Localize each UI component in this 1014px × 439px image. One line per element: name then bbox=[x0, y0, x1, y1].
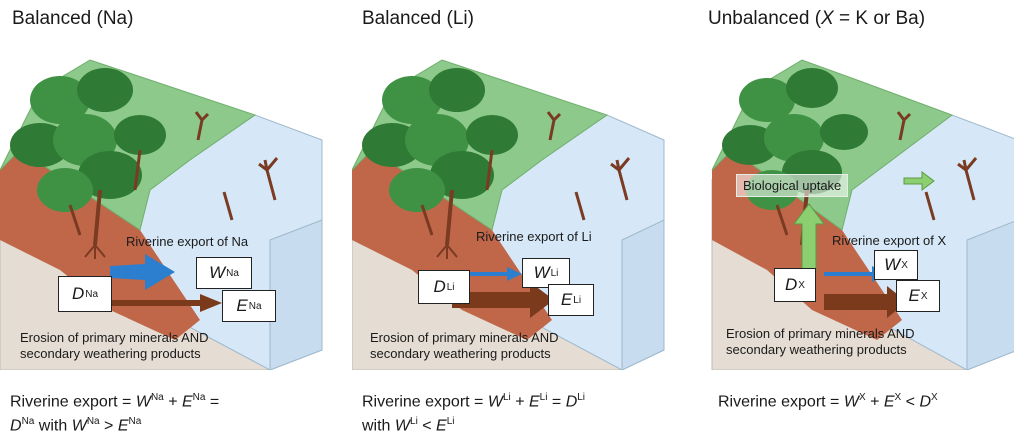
panel-unbalanced: Unbalanced (X = K or Ba) Biological bbox=[700, 0, 1014, 439]
budget-equation: Riverine export = WNa + ENa = DNa with W… bbox=[10, 392, 220, 435]
dead-trees bbox=[896, 111, 978, 221]
dissolved-export-arrow bbox=[824, 266, 887, 282]
erosion-caption: Erosion of primary minerals AND secondar… bbox=[726, 326, 915, 357]
budget-equation: Riverine export = WLi + ELi = DLi with W… bbox=[362, 392, 586, 435]
panel-title: Balanced (Li) bbox=[362, 8, 474, 29]
erosion-caption: Erosion of primary minerals AND secondar… bbox=[20, 330, 209, 361]
panel-title: Unbalanced (X = K or Ba) bbox=[708, 8, 926, 29]
particulate-export-arrow bbox=[110, 294, 222, 312]
particulate-export-arrow bbox=[824, 286, 907, 318]
landscape-illustration bbox=[0, 59, 323, 370]
dead-trees bbox=[194, 111, 279, 221]
riverine-export-label: Riverine export of Li bbox=[476, 229, 592, 244]
biological-uptake-label: Biological uptake bbox=[736, 174, 849, 197]
dead-trees bbox=[546, 111, 631, 221]
particulate-export-arrow bbox=[452, 282, 554, 318]
river-front-face bbox=[269, 219, 323, 370]
dissolved-export-arrow bbox=[452, 267, 522, 281]
uptake-horizontal-arrow bbox=[903, 171, 935, 191]
uptake-vertical-arrow bbox=[793, 203, 825, 273]
dissolved-export-arrow bbox=[110, 254, 175, 290]
panel-balanced-li: Balanced (Li) Riverine export of Li bbox=[352, 0, 690, 439]
erosion-caption: Erosion of primary minerals AND secondar… bbox=[370, 330, 559, 361]
landscape-illustration bbox=[711, 59, 1014, 370]
riverine-export-label: Riverine export of Na bbox=[126, 234, 249, 249]
budget-equation: Riverine export = WX + EX < DX bbox=[718, 392, 938, 411]
tree-cluster bbox=[10, 68, 166, 259]
panel-balanced-na: Balanced (Na) bbox=[0, 0, 338, 439]
tree-cluster bbox=[362, 68, 518, 259]
landscape-illustration bbox=[352, 59, 665, 370]
river-front-face bbox=[966, 221, 1014, 370]
panel-title: Balanced (Na) bbox=[12, 8, 134, 29]
riverine-export-label: Riverine export of X bbox=[832, 233, 947, 248]
river-front-face bbox=[621, 219, 665, 370]
